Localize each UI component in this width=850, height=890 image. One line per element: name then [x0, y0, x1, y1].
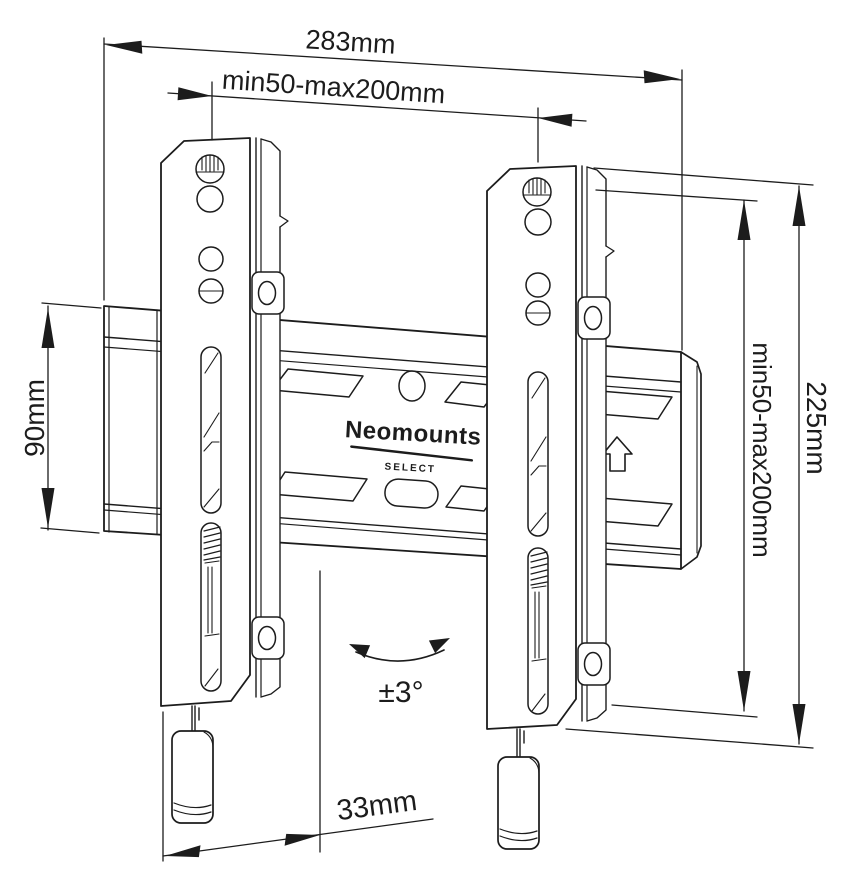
right-tv-bracket: [486, 165, 618, 850]
left-slot-lower: [200, 522, 222, 692]
arrowhead-icon: [349, 644, 371, 659]
arrowhead-icon: [792, 186, 806, 226]
left-hole: [196, 185, 224, 213]
arrowhead-icon: [737, 200, 751, 240]
right-latch-upper: [577, 296, 611, 340]
arrowhead-icon: [177, 87, 212, 101]
left-latch-upper: [251, 271, 285, 315]
plate-hole: [384, 478, 439, 509]
vesa-width-label: min50-max200mm: [221, 65, 446, 110]
dim-total-height: 225mm: [565, 167, 832, 749]
arrowhead-icon: [106, 40, 143, 54]
left-pull-handle: [171, 730, 214, 824]
left-spring: [203, 526, 221, 561]
right-pull-handle: [497, 756, 540, 850]
left-pull-string: [191, 705, 200, 732]
total-width-label: 283mm: [305, 24, 397, 59]
left-bracket-flange: [260, 138, 281, 698]
arrowhead-icon: [165, 845, 201, 858]
arrowhead-icon: [792, 704, 806, 744]
right-pull-string: [516, 728, 525, 758]
left-tv-bracket: [160, 137, 292, 824]
arrowhead-icon: [428, 638, 450, 654]
arrowhead-icon: [41, 308, 55, 348]
right-slot-lower: [527, 547, 549, 715]
wall-plate-right-cap: [680, 351, 702, 570]
right-hole: [524, 208, 552, 236]
right-bracket-flange: [586, 166, 607, 722]
dim-total-width: 283mm: [103, 24, 683, 351]
tilt-arc-icon: [355, 649, 445, 662]
brand-sub-label: SELECT: [384, 461, 436, 475]
dim-vesa-height: min50-max200mm: [595, 189, 777, 718]
tilt-angle-label: ±3°: [378, 676, 423, 709]
dim-tilt: ±3°: [349, 638, 450, 709]
arrowhead-icon: [737, 671, 751, 711]
right-latch-lower: [577, 642, 611, 686]
dim-plate-height: 90mm: [19, 302, 102, 534]
plate-hole: [398, 370, 426, 402]
left-hole: [198, 246, 224, 272]
total-height-label: 225mm: [801, 381, 832, 474]
depth-label: 33mm: [335, 785, 419, 827]
logo-underline: [350, 445, 474, 462]
plate-height-label: 90mm: [19, 379, 50, 457]
left-slot-upper: [200, 346, 222, 514]
vesa-height-label: min50-max200mm: [747, 342, 777, 557]
arrowhead-icon: [41, 488, 55, 528]
arrowhead-icon: [538, 113, 573, 127]
right-hole: [525, 272, 551, 298]
arrowhead-icon: [284, 833, 320, 846]
arrowhead-icon: [643, 70, 680, 84]
right-spring: [530, 551, 548, 586]
right-slot-upper: [527, 371, 549, 537]
left-latch-lower: [251, 616, 285, 660]
